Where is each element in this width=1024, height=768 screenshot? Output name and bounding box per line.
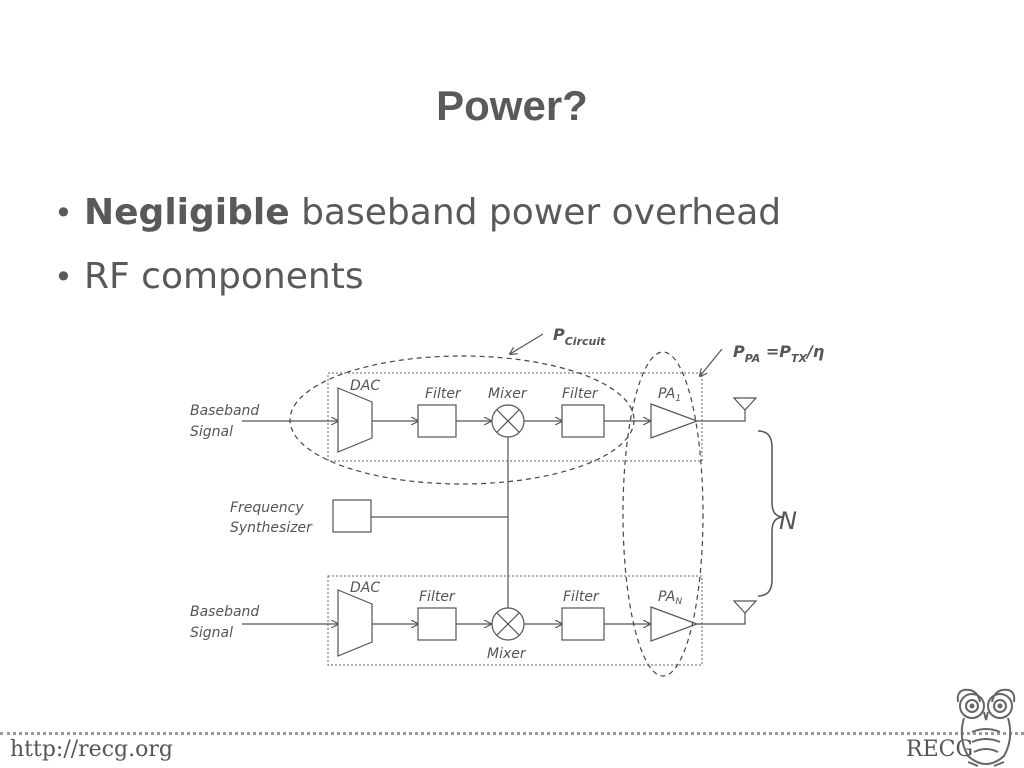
synth-label-2: Synthesizer: [230, 520, 313, 536]
owl-logo-icon: [956, 688, 1016, 767]
filter-block-bottom-2: [561, 607, 605, 641]
filter-label-top-1: Filter: [425, 386, 462, 402]
p-pa-label: PPA =PTX/η: [733, 342, 824, 365]
filter-label-bottom-2: Filter: [563, 589, 600, 605]
pa-block-top: [650, 403, 699, 439]
frequency-synthesizer-block: [332, 499, 372, 533]
dac-block-top: [337, 387, 373, 453]
circuit-power-region: [289, 355, 635, 485]
bullet-item: • Negligible baseband power overhead: [54, 190, 781, 254]
bullet-list: • Negligible baseband power overhead • RF …: [54, 190, 781, 318]
chain-n-boundary: [327, 575, 703, 666]
filter-label-bottom-1: Filter: [419, 589, 456, 605]
dac-label-top: DAC: [350, 378, 380, 394]
p-circuit-pointer: [510, 333, 544, 354]
bullet-item: • RF components: [54, 254, 781, 318]
bullet-text: baseband power overhead: [289, 192, 782, 233]
filter-block-top-2: [561, 404, 605, 438]
input-label-bottom-2: Signal: [190, 625, 233, 641]
dac-label-bottom: DAC: [350, 580, 380, 596]
antenna-icon-top: [732, 397, 758, 411]
antenna-icon-bottom: [732, 600, 758, 614]
mixer-label-top: Mixer: [488, 386, 528, 402]
mixer-label-bottom: Mixer: [487, 646, 527, 662]
footer-divider: [0, 732, 1024, 735]
bullet-text: RF components: [84, 256, 364, 297]
chain-1-boundary: [327, 372, 703, 462]
n-label: N: [779, 507, 797, 535]
antenna-feed-bottom: [697, 613, 746, 625]
pa-block-bottom: [650, 606, 699, 642]
antenna-feed-top: [697, 410, 746, 422]
p-pa-pointer: [700, 348, 723, 376]
dac-block-bottom: [337, 589, 373, 657]
filter-label-top-2: Filter: [562, 386, 599, 402]
mixer-cross: [496, 409, 520, 433]
input-label-bottom-1: Baseband: [190, 604, 259, 620]
n-brace: [757, 430, 785, 597]
slide-title: Power?: [436, 82, 588, 129]
pa-label-bottom: PAN: [658, 589, 682, 607]
bullet-icon: •: [54, 258, 73, 296]
bullet-icon: •: [54, 194, 73, 232]
pa-power-region: [622, 351, 704, 677]
input-label-top-1: Baseband: [190, 403, 259, 419]
filter-block-top-1: [417, 404, 457, 438]
pa-label-top: PA1: [658, 386, 681, 404]
bullet-bold-text: Negligible: [84, 192, 290, 233]
mixer-cross: [496, 612, 520, 636]
filter-block-bottom-1: [417, 607, 457, 641]
input-label-top-2: Signal: [190, 424, 233, 440]
synth-label-1: Frequency: [230, 500, 304, 516]
p-circuit-label: PCircuit: [553, 325, 606, 348]
footer-url[interactable]: http://recg.org: [10, 737, 173, 762]
